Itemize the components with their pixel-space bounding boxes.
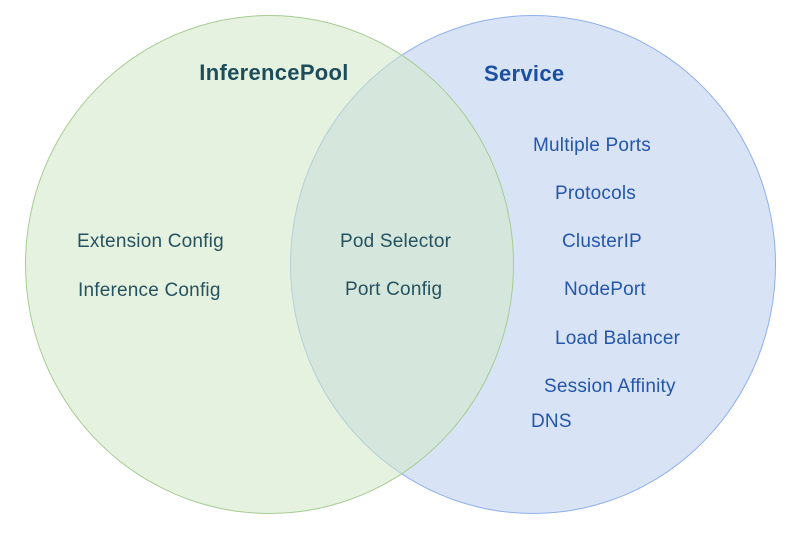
service-item-protocols: Protocols [555,183,637,204]
service-title: Service [484,61,565,86]
service-item-multiple-ports: Multiple Ports [533,135,651,156]
inferencepool-circle [25,15,514,514]
service-item-nodeport: NodePort [564,279,646,300]
service-item-dns: DNS [531,411,572,432]
service-item-session-affinity: Session Affinity [544,376,676,397]
overlap-item-pod-selector: Pod Selector [340,231,452,252]
inferencepool-title: InferencePool [199,60,349,85]
inferencepool-item-inference-config: Inference Config [78,280,221,301]
service-item-load-balancer: Load Balancer [555,328,681,349]
inferencepool-item-extension-config: Extension Config [77,231,224,252]
service-item-clusterip: ClusterIP [562,231,642,252]
overlap-item-port-config: Port Config [345,279,443,300]
